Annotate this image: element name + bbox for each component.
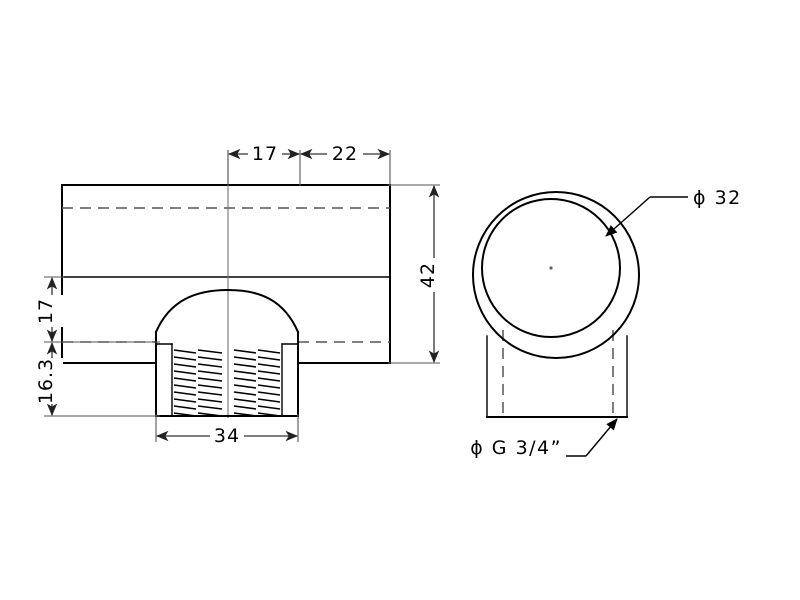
center-mark xyxy=(549,266,553,270)
dimension-label-17-horizontal: 17 xyxy=(252,143,278,165)
inner-bore-circle xyxy=(481,198,621,338)
branch-hidden-lines xyxy=(502,330,614,414)
annotation-label-dia-32: ϕ 32 xyxy=(693,187,742,209)
dimension-17-vertical: 17 xyxy=(35,276,160,343)
branch-outline xyxy=(486,335,628,418)
dimension-label-16-3-vertical: 16.3 xyxy=(35,358,57,404)
dimension-34-horizontal: 34 xyxy=(155,414,299,447)
thread-hatching xyxy=(173,349,281,416)
dimension-label-42-vertical: 42 xyxy=(417,262,439,288)
dimension-16-3-vertical: 16.3 xyxy=(35,341,160,417)
annotation-dia-g-three-quarter: ϕ G 3/4” xyxy=(470,418,618,459)
annotation-label-dia-g-three-quarter: ϕ G 3/4” xyxy=(470,437,562,459)
dimension-label-17-vertical: 17 xyxy=(35,298,57,324)
side-end-view: ϕ 32 ϕ G 3/4” xyxy=(470,187,742,459)
dimension-42-vertical: 42 xyxy=(388,184,445,364)
bore-centerlines xyxy=(62,207,390,343)
body-outline xyxy=(61,184,391,364)
dimension-22-horizontal: 22 xyxy=(299,142,391,186)
dimension-17-horizontal: 17 xyxy=(227,142,301,186)
dimension-label-34-horizontal: 34 xyxy=(214,425,240,447)
outer-circle xyxy=(472,191,640,359)
front-section-view: 17 22 42 17 xyxy=(35,142,445,447)
annotation-dia-32: ϕ 32 xyxy=(605,187,742,237)
dimension-label-22-horizontal: 22 xyxy=(332,143,358,165)
